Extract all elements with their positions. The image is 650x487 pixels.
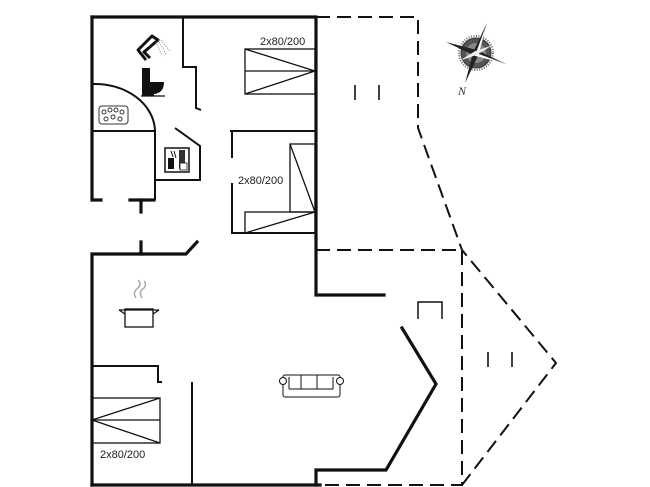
fireplace-icon xyxy=(417,301,443,319)
whirlpool-icon xyxy=(98,105,129,125)
bed-1: 2x80/200 xyxy=(244,36,318,95)
bed-2: 2x80/200 xyxy=(238,143,316,234)
cooking-pot-icon xyxy=(118,279,160,328)
toilet-icon xyxy=(141,68,165,97)
terrace-outlines xyxy=(316,16,558,486)
exterior-walls xyxy=(90,15,438,487)
sofa-icon xyxy=(279,374,344,398)
shower-icon xyxy=(136,34,171,61)
washing-machine-icon xyxy=(164,147,190,173)
interior-walls xyxy=(91,17,316,485)
bed-3: 2x80/200 xyxy=(89,397,161,461)
bed-size-label: 2x80/200 xyxy=(260,36,305,48)
terrace-markers xyxy=(354,85,513,367)
bed-size-label: 2x80/200 xyxy=(100,449,145,461)
bed-size-label: 2x80/200 xyxy=(238,175,283,187)
north-label: N xyxy=(457,84,467,98)
compass-rose-icon: N xyxy=(445,22,507,98)
